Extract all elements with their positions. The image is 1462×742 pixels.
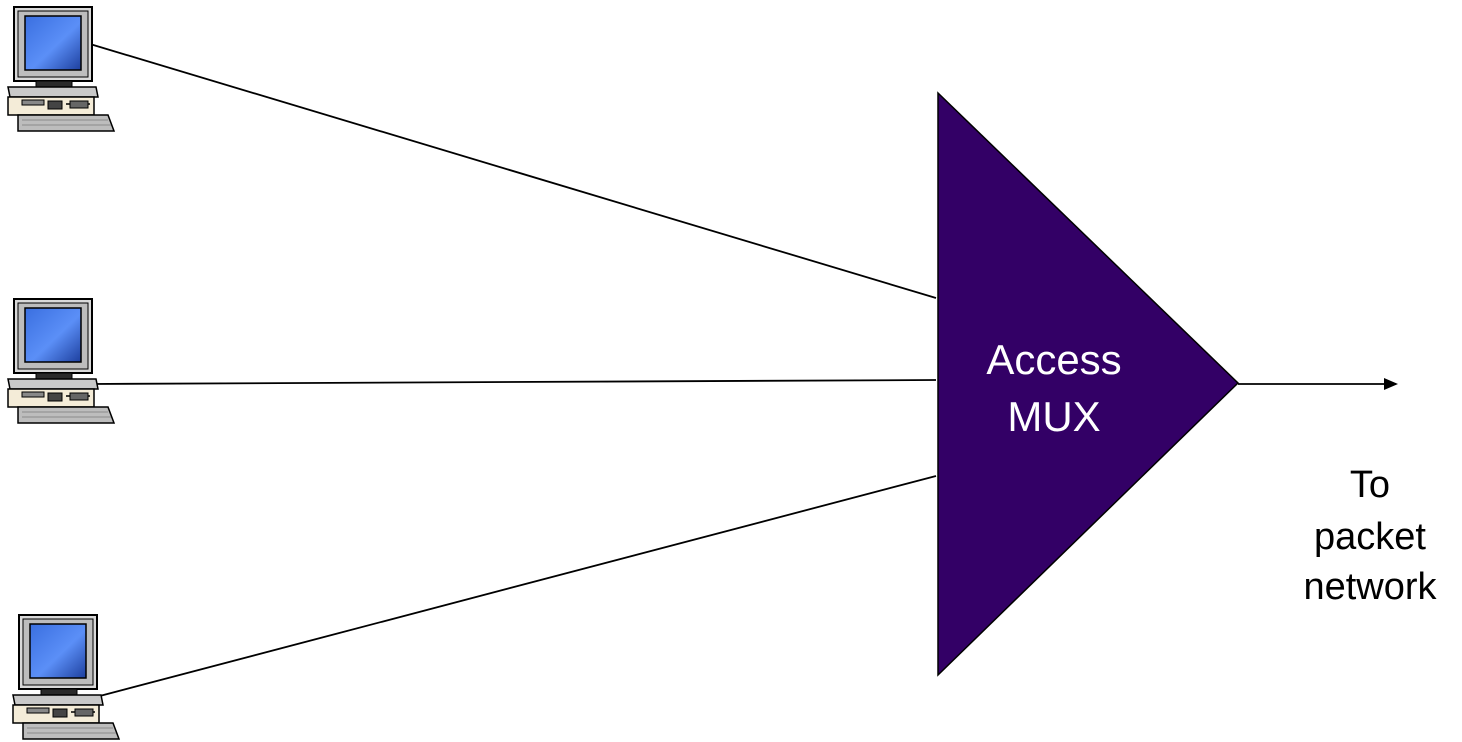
output-label-line1: To: [1350, 464, 1390, 506]
desktop-computer-icon: [7, 6, 115, 132]
desktop-computer-icon: [7, 298, 115, 424]
link-line-middle: [89, 379, 937, 385]
link-line-bottom: [95, 475, 937, 698]
mux-label-line2: MUX: [1007, 393, 1100, 440]
desktop-computer-icon: [12, 614, 120, 740]
mux-label-line1: Access: [986, 336, 1121, 383]
output-label-line3: network: [1303, 566, 1437, 608]
output-label-line2: packet: [1314, 516, 1426, 558]
access-mux-triangle: [937, 91, 1240, 677]
link-line-top: [89, 43, 937, 299]
